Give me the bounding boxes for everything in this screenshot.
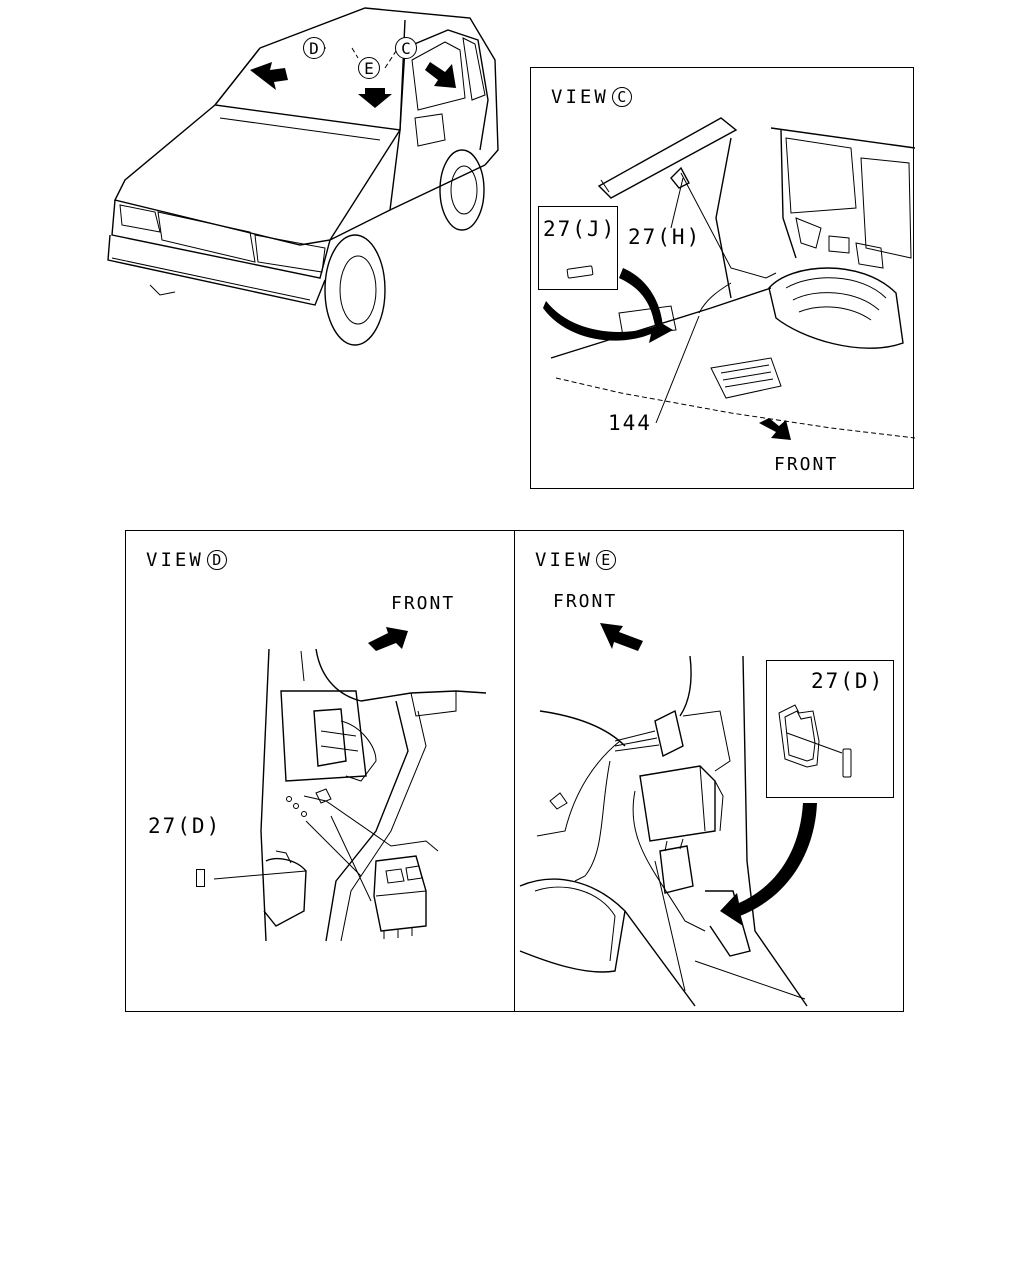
part-27j-inset: 27(J) [538,206,618,290]
view-marker-c: C [395,37,417,59]
view-d-part-label-27d: 27(D) [148,814,222,838]
view-d-part-27d-clip [196,869,205,887]
view-d-panel: VIEW D FRONT 27(D) [125,530,515,1012]
view-c-illustration [543,117,916,440]
view-d-illustration [213,627,487,942]
view-e-part-27d-drawing [778,704,852,778]
part-label-27h: 27(H) [628,225,702,249]
view-e-panel: VIEW E FRONT 27(D) [514,530,904,1012]
view-e-part-27d-inset: 27(D) [766,660,894,798]
view-c-panel: VIEW C 27(J) 27(H) 144 FRONT [530,67,916,489]
part-label-144: 144 [608,411,652,435]
view-c-marker: C [611,87,632,107]
view-c-title: VIEW C [551,86,632,108]
view-marker-d: D [303,37,325,59]
view-e-front-label: FRONT [553,591,618,612]
view-c-title-text: VIEW [551,86,609,108]
view-d-front-label: FRONT [391,593,456,614]
part-label-27j: 27(J) [543,217,617,241]
view-d-marker: D [206,550,227,570]
view-e-title-text: VIEW [535,549,593,571]
view-c-front-label: FRONT [774,454,839,475]
view-d-title-text: VIEW [146,549,204,571]
view-d-title: VIEW D [146,549,227,571]
view-marker-e: E [358,57,380,79]
view-e-part-label-27d: 27(D) [811,669,885,693]
vehicle-overview: D E C [100,0,510,360]
view-e-front-arrow [600,623,643,651]
view-e-illustration [519,655,817,1007]
view-e-marker: E [595,550,616,570]
vehicle-illustration [107,7,499,346]
part-27j-clip [566,265,594,279]
view-e-title: VIEW E [535,549,616,571]
